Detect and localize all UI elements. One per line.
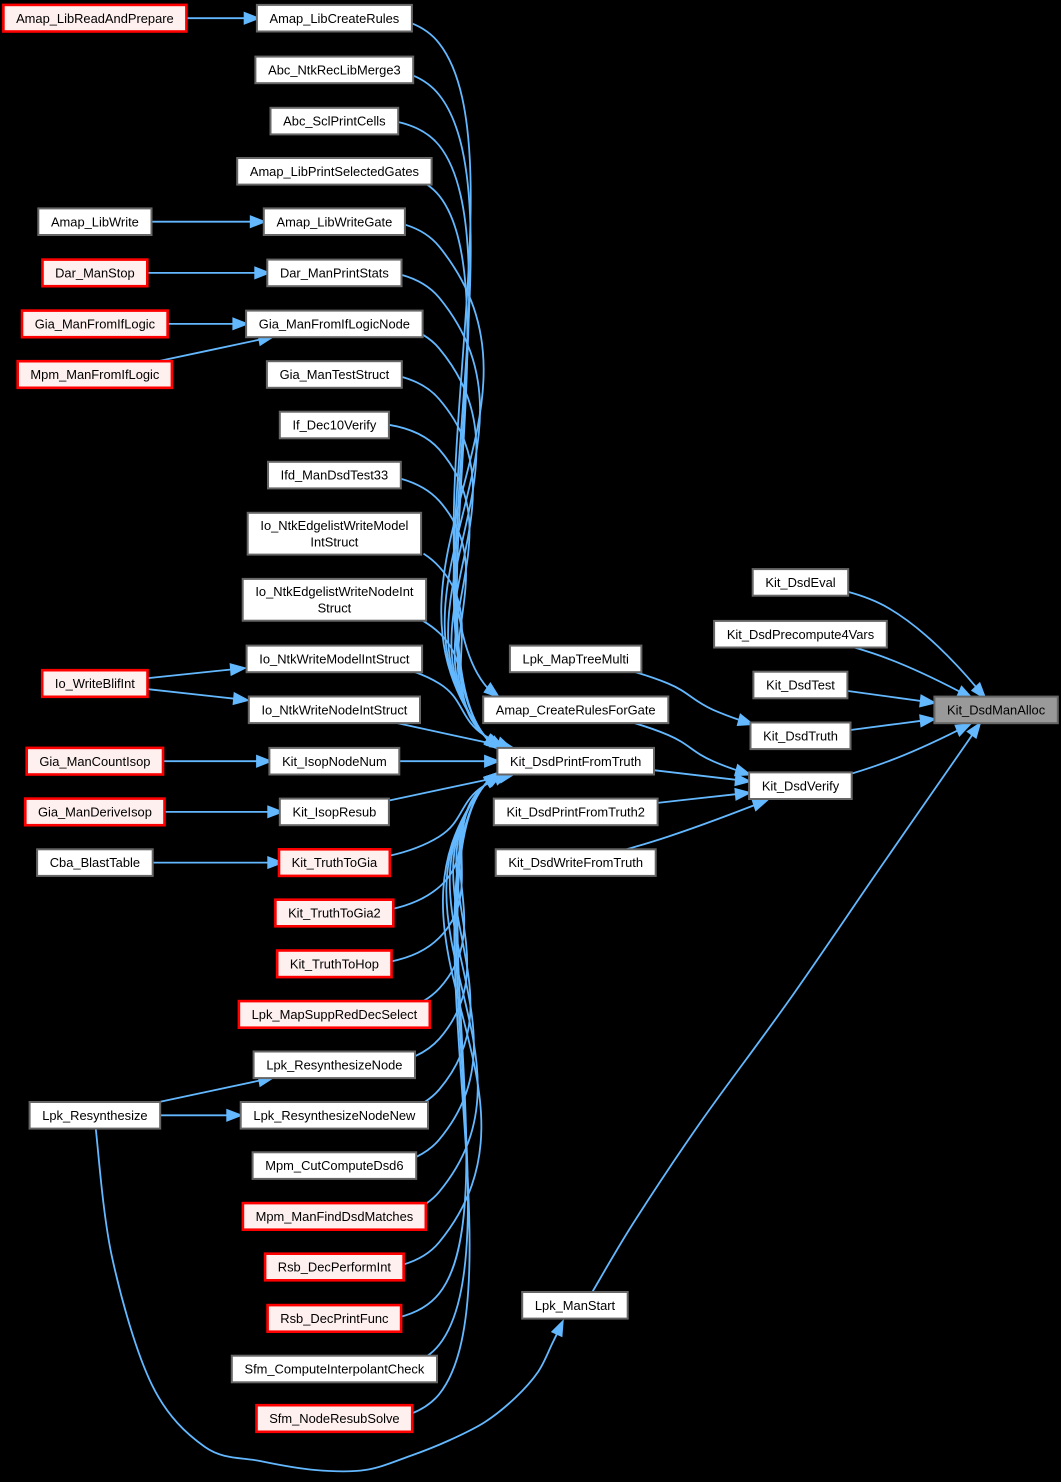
svg-text:IntStruct: IntStruct [310,534,358,549]
svg-text:Amap_LibWrite: Amap_LibWrite [51,214,139,229]
svg-text:Dar_ManPrintStats: Dar_ManPrintStats [280,266,389,281]
svg-text:Kit_IsopNodeNum: Kit_IsopNodeNum [282,754,387,769]
svg-text:Io_NtkWriteNodeIntStruct: Io_NtkWriteNodeIntStruct [261,702,407,717]
svg-text:Amap_LibCreateRules: Amap_LibCreateRules [270,11,400,26]
svg-text:Kit_TruthToGia: Kit_TruthToGia [292,855,378,870]
svg-text:Amap_LibReadAndPrepare: Amap_LibReadAndPrepare [16,11,174,26]
svg-text:Io_NtkEdgelistWriteModel: Io_NtkEdgelistWriteModel [260,518,408,533]
svg-text:Gia_ManFromIfLogic: Gia_ManFromIfLogic [35,317,156,332]
svg-text:Kit_DsdTest: Kit_DsdTest [766,678,835,693]
svg-text:Kit_DsdPrintFromTruth2: Kit_DsdPrintFromTruth2 [506,805,645,820]
svg-text:If_Dec10Verify: If_Dec10Verify [292,418,376,433]
svg-text:Struct: Struct [318,600,352,615]
svg-text:Rsb_DecPerformInt: Rsb_DecPerformInt [278,1260,392,1275]
svg-text:Mpm_CutComputeDsd6: Mpm_CutComputeDsd6 [265,1158,403,1173]
svg-text:Io_NtkWriteModelIntStruct: Io_NtkWriteModelIntStruct [259,652,410,667]
svg-text:Kit_IsopResub: Kit_IsopResub [292,805,376,820]
svg-text:Kit_DsdManAlloc: Kit_DsdManAlloc [947,703,1046,718]
svg-text:Kit_DsdTruth: Kit_DsdTruth [763,728,838,743]
svg-text:Kit_DsdPrintFromTruth: Kit_DsdPrintFromTruth [510,754,641,769]
svg-text:Lpk_Resynthesize: Lpk_Resynthesize [42,1108,147,1123]
svg-text:Mpm_ManFromIfLogic: Mpm_ManFromIfLogic [30,367,159,382]
svg-text:Amap_CreateRulesForGate: Amap_CreateRulesForGate [496,702,656,717]
svg-text:Mpm_ManFindDsdMatches: Mpm_ManFindDsdMatches [256,1209,414,1224]
svg-text:Lpk_MapTreeMulti: Lpk_MapTreeMulti [523,652,629,667]
svg-text:Gia_ManFromIfLogicNode: Gia_ManFromIfLogicNode [259,317,410,332]
svg-text:Kit_DsdPrecompute4Vars: Kit_DsdPrecompute4Vars [727,627,874,642]
svg-text:Kit_TruthToHop: Kit_TruthToHop [290,956,379,971]
svg-text:Abc_NtkRecLibMerge3: Abc_NtkRecLibMerge3 [268,63,401,78]
svg-text:Sfm_NodeResubSolve: Sfm_NodeResubSolve [269,1411,399,1426]
svg-text:Rsb_DecPrintFunc: Rsb_DecPrintFunc [280,1311,389,1326]
svg-text:Kit_TruthToGia2: Kit_TruthToGia2 [288,906,381,921]
svg-text:Cba_BlastTable: Cba_BlastTable [50,855,140,870]
svg-text:Kit_DsdEval: Kit_DsdEval [765,575,835,590]
svg-text:Lpk_ManStart: Lpk_ManStart [535,1298,616,1313]
svg-text:Sfm_ComputeInterpolantCheck: Sfm_ComputeInterpolantCheck [244,1362,424,1377]
svg-text:Kit_DsdVerify: Kit_DsdVerify [762,778,840,793]
svg-text:Ifd_ManDsdTest33: Ifd_ManDsdTest33 [281,468,388,483]
svg-text:Gia_ManDeriveIsop: Gia_ManDeriveIsop [38,805,152,820]
svg-text:Dar_ManStop: Dar_ManStop [55,266,135,281]
svg-text:Io_WriteBlifInt: Io_WriteBlifInt [55,676,135,691]
svg-text:Lpk_ResynthesizeNode: Lpk_ResynthesizeNode [266,1057,402,1072]
svg-text:Gia_ManTestStruct: Gia_ManTestStruct [280,367,390,382]
svg-text:Gia_ManCountIsop: Gia_ManCountIsop [39,754,150,769]
svg-text:Lpk_ResynthesizeNodeNew: Lpk_ResynthesizeNodeNew [253,1108,416,1123]
svg-text:Amap_LibWriteGate: Amap_LibWriteGate [276,214,392,229]
svg-text:Abc_SclPrintCells: Abc_SclPrintCells [283,114,385,129]
svg-text:Lpk_MapSuppRedDecSelect: Lpk_MapSuppRedDecSelect [252,1007,418,1022]
svg-text:Amap_LibPrintSelectedGates: Amap_LibPrintSelectedGates [250,164,419,179]
svg-text:Io_NtkEdgelistWriteNodeInt: Io_NtkEdgelistWriteNodeInt [255,584,414,599]
svg-text:Kit_DsdWriteFromTruth: Kit_DsdWriteFromTruth [508,855,643,870]
